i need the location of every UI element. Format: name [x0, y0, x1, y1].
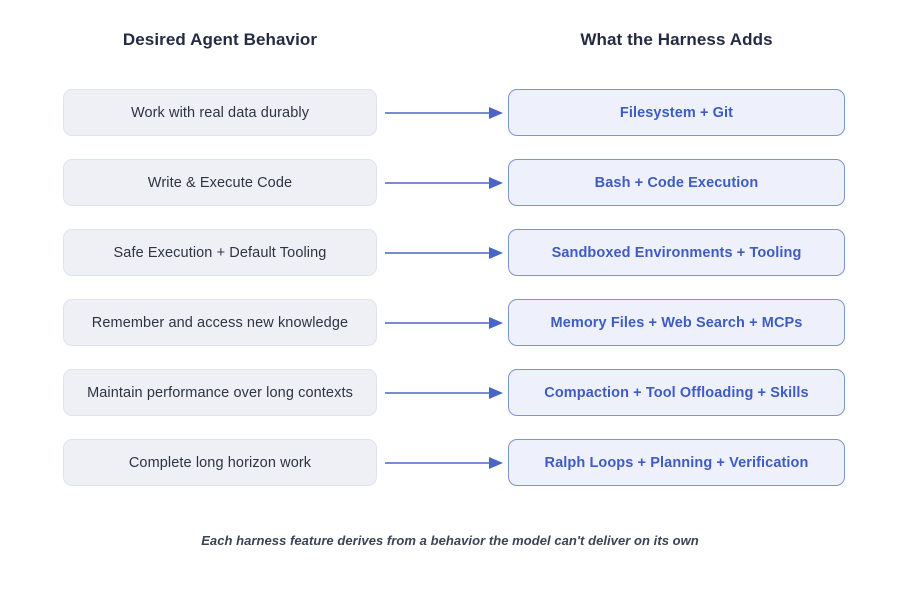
- arrow-right-icon: [385, 457, 503, 469]
- harness-box: Filesystem + Git: [508, 89, 845, 136]
- harness-box: Memory Files + Web Search + MCPs: [508, 299, 845, 346]
- mapping-row: Write & Execute Code Bash + Code Executi…: [0, 159, 900, 206]
- behavior-box: Work with real data durably: [63, 89, 377, 136]
- arrow-right-icon: [385, 387, 503, 399]
- behavior-box: Write & Execute Code: [63, 159, 377, 206]
- mapping-rows: Work with real data durably Filesystem +…: [0, 89, 900, 486]
- harness-box: Sandboxed Environments + Tooling: [508, 229, 845, 276]
- behavior-box: Remember and access new knowledge: [63, 299, 377, 346]
- mapping-row: Safe Execution + Default Tooling Sandbox…: [0, 229, 900, 276]
- diagram-caption: Each harness feature derives from a beha…: [201, 533, 699, 548]
- behavior-box: Maintain performance over long contexts: [63, 369, 377, 416]
- arrow-right-icon: [385, 177, 503, 189]
- arrow-right-icon: [385, 247, 503, 259]
- mapping-row: Maintain performance over long contexts …: [0, 369, 900, 416]
- heading-what-the-harness-adds: What the Harness Adds: [580, 30, 773, 49]
- mapping-row: Remember and access new knowledge Memory…: [0, 299, 900, 346]
- behavior-box: Complete long horizon work: [63, 439, 377, 486]
- harness-box: Bash + Code Execution: [508, 159, 845, 206]
- arrow-right-icon: [385, 317, 503, 329]
- behavior-box: Safe Execution + Default Tooling: [63, 229, 377, 276]
- harness-box: Ralph Loops + Planning + Verification: [508, 439, 845, 486]
- arrow-right-icon: [385, 107, 503, 119]
- mapping-row: Complete long horizon work Ralph Loops +…: [0, 439, 900, 486]
- heading-desired-agent-behavior: Desired Agent Behavior: [122, 30, 318, 49]
- mapping-row: Work with real data durably Filesystem +…: [0, 89, 900, 136]
- column-headings: Desired Agent Behavior What the Harness …: [0, 28, 900, 58]
- harness-box: Compaction + Tool Offloading + Skills: [508, 369, 845, 416]
